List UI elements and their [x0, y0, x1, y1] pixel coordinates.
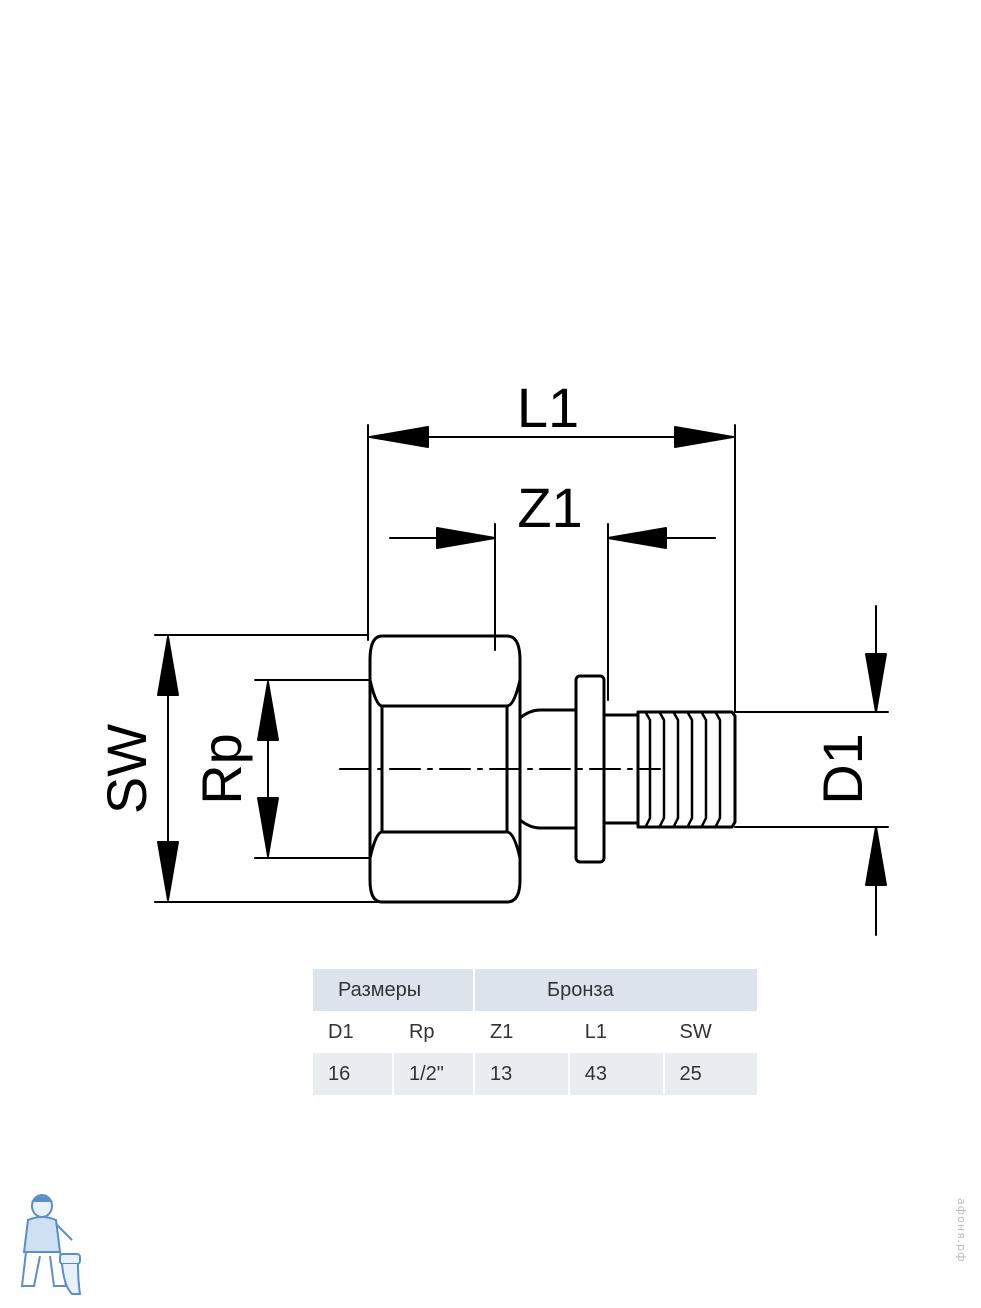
dimensions-table: Размеры Бронза D1 Rp Z1 L1 SW 16 1/2" 13…: [313, 969, 757, 1095]
dimension-line-D1: [865, 605, 887, 936]
column-header: Rp: [391, 1011, 474, 1053]
barbed-insert: [636, 710, 737, 829]
header-material: Бронза: [474, 969, 757, 1011]
hex-nut: [368, 634, 522, 904]
header-dimensions: Размеры: [313, 969, 475, 1011]
table-columns-row: D1 Rp Z1 L1 SW: [313, 1011, 757, 1053]
column-header: D1: [313, 1011, 393, 1053]
fitting-technical-drawing: L1 Z1 SW Rp D1: [95, 376, 889, 936]
fitting-collar: [574, 674, 606, 864]
column-header: L1: [567, 1011, 664, 1053]
column-header: SW: [662, 1011, 757, 1053]
table-cell: 1/2": [391, 1053, 474, 1095]
barb-ridges: [644, 711, 722, 828]
label-D1: D1: [811, 733, 874, 805]
watermark: афоня.рф: [955, 1198, 968, 1263]
label-Rp: Rp: [190, 733, 253, 805]
table-cell: 13: [473, 1053, 569, 1095]
label-SW: SW: [95, 724, 158, 814]
dimension-line-SW: [157, 636, 179, 901]
extension-lines: [154, 424, 889, 903]
dimension-line-Z1: [389, 527, 716, 549]
label-L1: L1: [517, 376, 579, 439]
label-Z1: Z1: [517, 476, 582, 539]
column-header: Z1: [473, 1011, 569, 1053]
dimension-line-L1: [369, 426, 734, 448]
dimension-line-Rp: [257, 681, 279, 857]
table-cell: 43: [567, 1053, 664, 1095]
table-cell: 25: [662, 1053, 757, 1095]
table-row: 16 1/2" 13 43 25: [313, 1053, 757, 1095]
plumber-mascot-icon: [20, 1194, 82, 1295]
fitting-sleeve: [602, 713, 640, 825]
table-header-row: Размеры Бронза: [313, 969, 757, 1011]
table-cell: 16: [313, 1053, 393, 1095]
